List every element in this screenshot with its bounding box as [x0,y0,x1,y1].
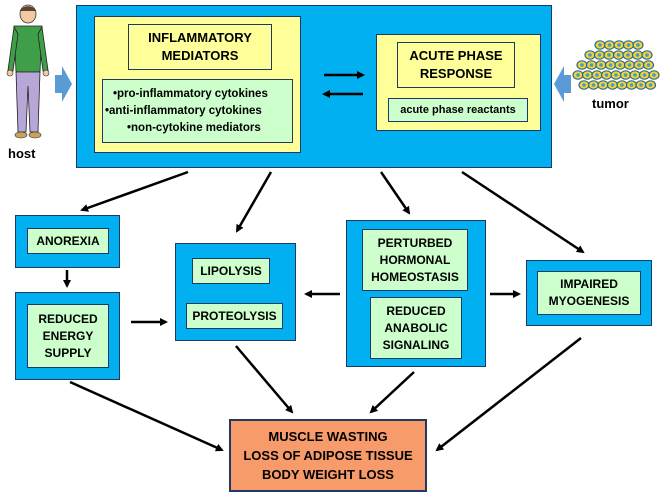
outcome-line: MUSCLE WASTING [268,429,388,444]
tumor-label: tumor [592,96,629,111]
list-item: •non-cytokine mediators [127,122,261,134]
anorexia-box: ANOREXIA [27,228,109,254]
lipolysis-box: LIPOLYSIS [192,258,270,284]
anabolic-box: REDUCED ANABOLIC SIGNALING [370,297,462,359]
host-arrow [55,66,72,102]
reduced-energy-box: REDUCED ENERGY SUPPLY [27,304,109,368]
outcome-box: MUSCLE WASTING LOSS OF ADIPOSE TISSUE BO… [229,419,427,492]
list-item: •anti-inflammatory cytokines [105,105,262,117]
proteolysis-box: PROTEOLYSIS [186,303,283,329]
host-figure [6,4,50,139]
myogenesis-box: IMPAIRED MYOGENESIS [537,271,641,315]
tumor-cells-figure [572,40,660,90]
connector-arrows [63,71,585,452]
outcome-line: LOSS OF ADIPOSE TISSUE [243,448,413,463]
list-item: •pro-inflammatory cytokines [113,88,268,100]
inflammatory-list: •pro-inflammatory cytokines •anti-inflam… [102,79,293,143]
host-label: host [8,146,36,161]
inflammatory-mediators-title: INFLAMMATORY MEDIATORS [128,24,272,70]
tumor-arrow [554,66,571,102]
outcome-line: BODY WEIGHT LOSS [262,467,394,482]
acute-phase-title: ACUTE PHASE RESPONSE [397,42,515,88]
acute-phase-reactants: acute phase reactants [388,98,528,122]
hormonal-box: PERTURBED HORMONAL HOMEOSTASIS [362,229,468,291]
